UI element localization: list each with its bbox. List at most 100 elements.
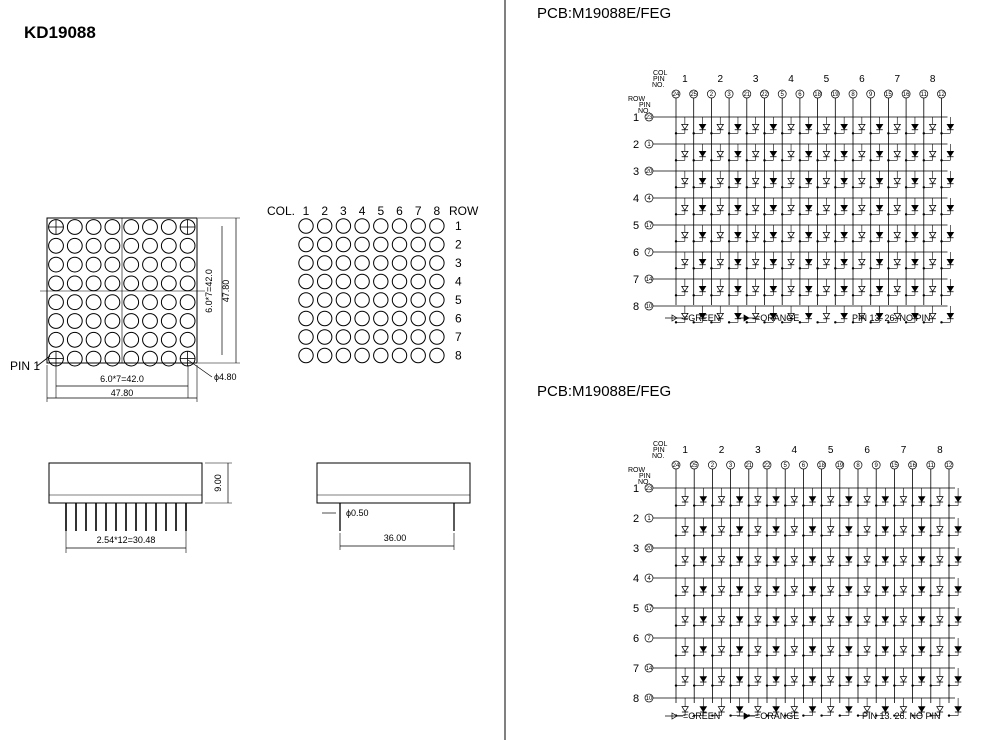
junction-dot [765,534,769,537]
front-led-dot [104,294,121,311]
junction-dot [869,294,872,297]
row-pin-number: 17 [646,223,653,229]
col-pin-header: NO. [652,82,665,89]
schematic-row-number: 1 [633,483,639,495]
junction-dot [834,294,837,297]
green-led-diode-icon [790,556,799,563]
col-pin-number: 6 [798,92,802,98]
orange-led-diode-icon [946,231,955,238]
col-pin-number: 9 [869,92,873,98]
junction-dot [911,564,914,567]
green-led-diode-icon [822,150,831,157]
row-pin-number: 10 [646,696,653,702]
green-led-diode-icon [751,177,760,184]
front-led-dot [85,219,102,235]
junction-dot [875,684,878,687]
junction-dot [802,564,805,567]
orange-led-diode-icon [954,496,962,503]
front-led-dot [142,331,158,348]
orange-led-diode-icon [804,150,813,157]
green-led-diode-icon [826,616,835,623]
orange-led-diode-icon [735,496,744,503]
orange-led-diode-icon [840,285,848,292]
dim-height-label: 47.80 [221,280,231,303]
green-led-diode-icon [751,123,760,130]
green-led-diode-icon [893,177,902,184]
front-led-dot [85,331,102,348]
front-led-dot [123,350,140,367]
front-led-dot [104,219,121,235]
green-led-diode-icon [681,150,689,157]
junction-dot [940,159,943,162]
green-led-diode-icon [717,496,726,503]
junction-dot [820,504,823,507]
orange-led-diode-icon [917,646,926,653]
green-led-diode-icon [787,177,795,184]
junction-dot [838,654,841,657]
pinout-led-dot [391,329,408,345]
junction-dot [765,594,769,597]
junction-dot [834,159,837,162]
orange-led-diode-icon [845,556,853,563]
green-led-diode-icon [716,312,725,319]
dot-dia-label: ϕ4.80 [214,372,237,382]
pinout-led-dot [429,329,445,345]
junction-dot [947,654,951,657]
orange-led-diode-icon [734,285,742,292]
orange-led-diode-icon [808,676,817,683]
orange-led-diode-icon [808,526,817,533]
green-led-diode-icon [681,556,689,563]
green-led-diode-icon [826,706,835,713]
orange-led-diode-icon [911,312,919,319]
junction-dot [816,240,819,243]
junction-dot [856,714,860,717]
junction-dot [692,321,695,324]
junction-dot [922,213,925,216]
front-led-dot [160,294,177,311]
schematic-row-number: 4 [633,573,639,585]
schematic-col-number: 7 [901,445,907,456]
pinout-dots [298,218,445,364]
junction-dot [947,684,951,687]
orange-led-diode-icon [699,496,708,503]
green-led-diode-icon [936,586,944,593]
front-led-dot [160,350,177,367]
col-pin-number: 6 [802,463,806,469]
orange-led-diode-icon [808,496,817,503]
pinout-led-dot [429,218,445,234]
pinout-led-dot [410,310,426,327]
pinout-row-number: 6 [455,312,462,326]
green-led-diode-icon [899,586,908,593]
junction-dot [745,186,748,189]
junction-dot [816,159,819,162]
front-led-dot [179,313,196,329]
junction-dot [911,654,914,657]
junction-dot [875,534,878,537]
junction-dot [893,504,896,507]
junction-dot [729,504,732,507]
orange-led-diode-icon [840,258,848,265]
orange-led-diode-icon [772,556,780,563]
junction-dot [834,321,837,324]
junction-dot [887,213,890,216]
junction-dot [893,624,896,627]
col-pin-number: 3 [727,92,731,98]
junction-dot [940,294,943,297]
col-pin-number: 11 [928,463,935,469]
orange-led-diode-icon [875,150,884,157]
junction-dot [929,534,932,537]
junction-dot [693,714,696,717]
green-led-diode-icon [717,646,726,653]
green-led-diode-icon [899,496,908,503]
orange-led-diode-icon [734,258,742,265]
orange-led-diode-icon [699,526,708,533]
green-led-diode-icon [681,526,689,533]
row-pin-number: 4 [647,576,651,582]
col-pin-number: 12 [946,463,953,469]
row-pin-header: ROW [628,467,646,474]
junction-dot [929,654,932,657]
orange-led-diode-icon [911,204,919,211]
green-led-diode-icon [717,586,726,593]
